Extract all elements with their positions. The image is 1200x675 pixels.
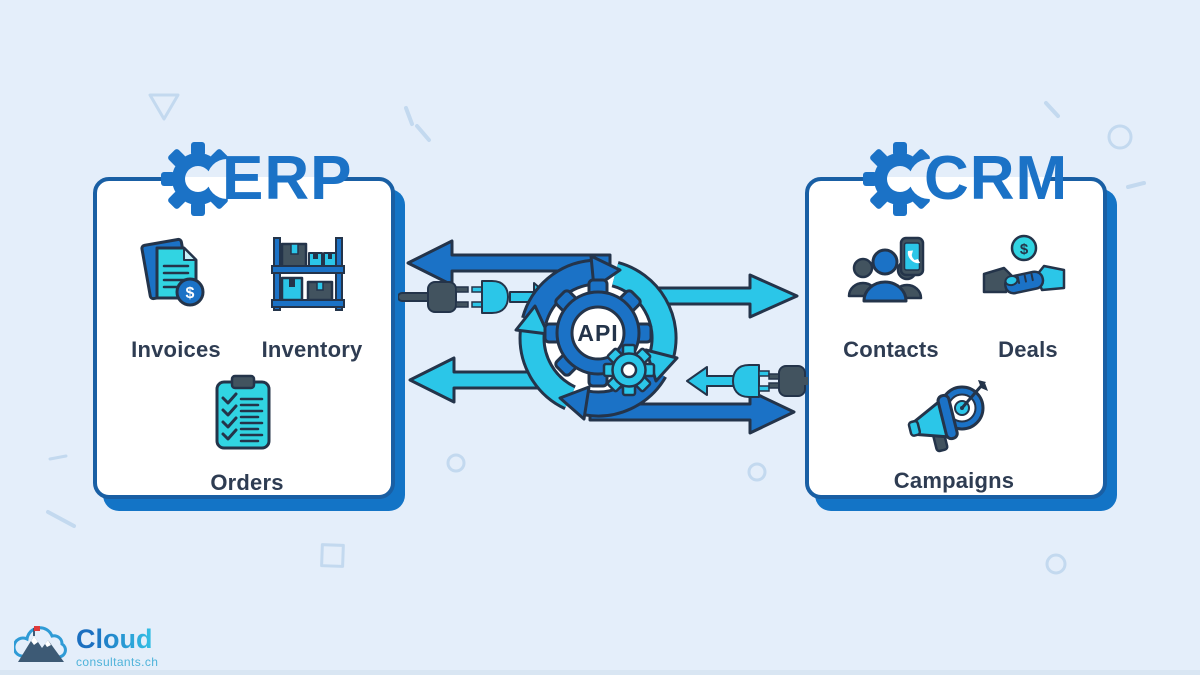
- logo-brand: Cloud: [76, 624, 158, 654]
- circle-decoration: [1107, 124, 1133, 150]
- small-gear-icon: [602, 343, 656, 397]
- orders-icon: [215, 374, 271, 450]
- api-integration-diagram: API: [398, 239, 808, 435]
- circle-decoration: [747, 462, 767, 482]
- sparkle-line: [404, 106, 414, 126]
- dash-decoration: [48, 454, 68, 461]
- deals-label: Deals: [998, 337, 1058, 362]
- invoices-icon: $: [140, 237, 205, 307]
- gear-icon: [863, 142, 937, 216]
- campaigns-icon: [907, 380, 988, 453]
- cloud-consultants-logo: Cloud consultants.ch: [14, 618, 158, 669]
- square-decoration: [320, 543, 345, 568]
- sparkle-line: [415, 124, 431, 142]
- contacts-label: Contacts: [843, 337, 939, 362]
- phone-handset-icon: [907, 250, 920, 264]
- bottom-edge-strip: [0, 670, 1200, 675]
- erp-title-text: ERP: [222, 144, 353, 213]
- contacts-icon: [847, 236, 925, 303]
- circle-decoration: [1045, 553, 1067, 575]
- inventory-icon: [271, 237, 345, 311]
- crm-title-text: CRM: [924, 144, 1069, 213]
- dash-decoration: [1126, 181, 1146, 189]
- erp-title: ERP: [160, 140, 352, 218]
- crm-title: CRM: [862, 140, 1068, 218]
- dollar-icon: $: [186, 285, 195, 302]
- campaigns-label: Campaigns: [893, 468, 1015, 493]
- dollar-icon: $: [1020, 241, 1029, 258]
- circle-decoration: [446, 453, 466, 473]
- erp-panel: $ Invoices Inventory: [93, 177, 395, 499]
- gear-icon: [161, 142, 235, 216]
- triangle-decoration: [148, 93, 180, 121]
- orders-label: Orders: [210, 470, 284, 495]
- api-label: API: [577, 320, 618, 346]
- dash-decoration: [46, 510, 76, 528]
- logo-domain: consultants.ch: [76, 655, 159, 669]
- deals-icon: $: [982, 234, 1066, 295]
- logo-cloud-mountain-icon: [14, 626, 67, 662]
- invoices-label: Invoices: [131, 337, 221, 362]
- sparkle-line: [1044, 101, 1060, 118]
- inventory-label: Inventory: [261, 337, 363, 362]
- swiss-flag-icon: [34, 626, 40, 631]
- crm-panel: Contacts $ Deals: [805, 177, 1107, 499]
- arrow-api-to-crm-bottom: [588, 389, 796, 435]
- sync-cycle-arrows: [514, 254, 679, 421]
- plug-connector-right-icon: [686, 364, 808, 398]
